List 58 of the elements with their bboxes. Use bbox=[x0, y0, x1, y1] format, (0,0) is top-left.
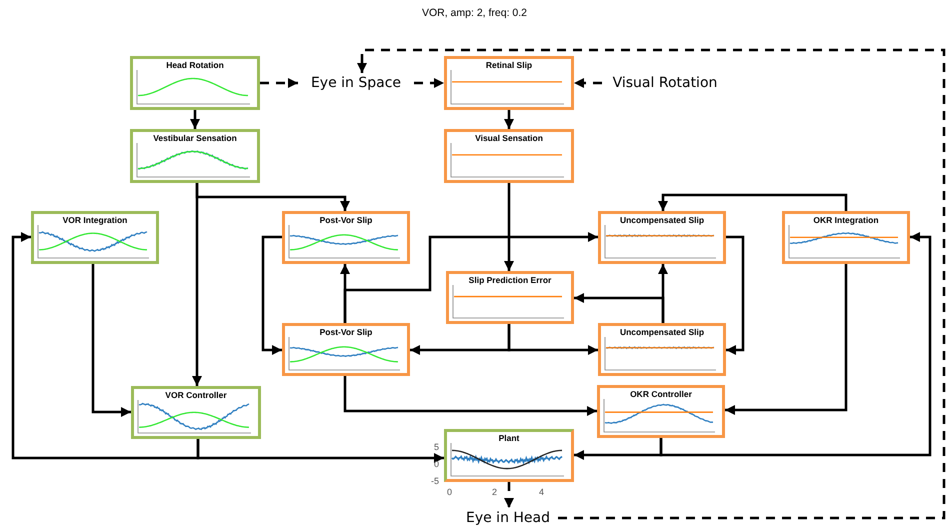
plot-box bbox=[282, 211, 410, 264]
axis-tick-label: 0 bbox=[434, 459, 440, 469]
plot-title: Uncompensated Slip bbox=[618, 327, 706, 337]
arrow bbox=[344, 376, 597, 416]
arrow bbox=[574, 78, 602, 88]
arrow bbox=[508, 324, 598, 355]
axis-tick-label: -5 bbox=[431, 476, 440, 486]
plot-box bbox=[597, 385, 725, 438]
plot-title: Post-Vor Slip bbox=[318, 215, 374, 225]
axis-tick-label: 5 bbox=[434, 442, 440, 452]
plot-box bbox=[444, 56, 574, 110]
arrow bbox=[357, 48, 946, 520]
plot-title: VOR Controller bbox=[164, 390, 228, 400]
plot-title: OKR Integration bbox=[812, 215, 880, 225]
plot-box bbox=[282, 323, 410, 376]
plot-title: Retinal Slip bbox=[484, 60, 534, 70]
plot-box bbox=[131, 386, 261, 439]
diagram-title: VOR, amp: 2, freq: 0.2 bbox=[420, 7, 528, 19]
arrow bbox=[725, 264, 848, 415]
plot-title: Head Rotation bbox=[165, 60, 225, 70]
plot-box bbox=[444, 429, 574, 482]
arrow bbox=[414, 78, 444, 88]
axis-tick-label: 2 bbox=[492, 487, 498, 497]
arrow bbox=[262, 236, 282, 355]
arrow bbox=[574, 293, 664, 323]
signal-label: Eye in Head bbox=[458, 508, 558, 528]
arrow bbox=[660, 232, 932, 456]
arrow bbox=[260, 78, 298, 88]
plot-box bbox=[598, 323, 726, 376]
plot-box bbox=[782, 211, 910, 264]
plot-box bbox=[130, 56, 260, 110]
arrow bbox=[190, 110, 200, 129]
arrow bbox=[192, 183, 202, 386]
arrow bbox=[658, 194, 848, 211]
signal-label: Eye in Space bbox=[298, 73, 414, 93]
arrow bbox=[504, 110, 514, 129]
plot-title: VOR Integration bbox=[62, 215, 128, 225]
axis-tick-label: 0 bbox=[447, 487, 452, 497]
plot-box bbox=[130, 129, 260, 183]
plot-box bbox=[31, 211, 159, 264]
plot-title: Slip Prediction Error bbox=[468, 275, 552, 285]
plot-box bbox=[598, 211, 726, 264]
signal-label: Visual Rotation bbox=[602, 73, 728, 93]
arrow bbox=[92, 264, 131, 417]
plot-title: OKR Controller bbox=[629, 389, 693, 399]
plot-title: Uncompensated Slip bbox=[618, 215, 706, 225]
plot-title: Plant bbox=[498, 433, 520, 443]
plot-box bbox=[444, 129, 574, 183]
plot-box bbox=[446, 271, 574, 324]
arrow bbox=[504, 183, 514, 271]
arrow bbox=[726, 236, 744, 355]
plot-title: Post-Vor Slip bbox=[318, 327, 374, 337]
arrow bbox=[344, 232, 598, 323]
arrow bbox=[504, 482, 514, 508]
axis-tick-label: 4 bbox=[539, 487, 544, 497]
plot-title: Vestibular Sensation bbox=[152, 133, 238, 143]
arrow bbox=[12, 232, 200, 460]
plot-title: Visual Sensation bbox=[474, 133, 544, 143]
